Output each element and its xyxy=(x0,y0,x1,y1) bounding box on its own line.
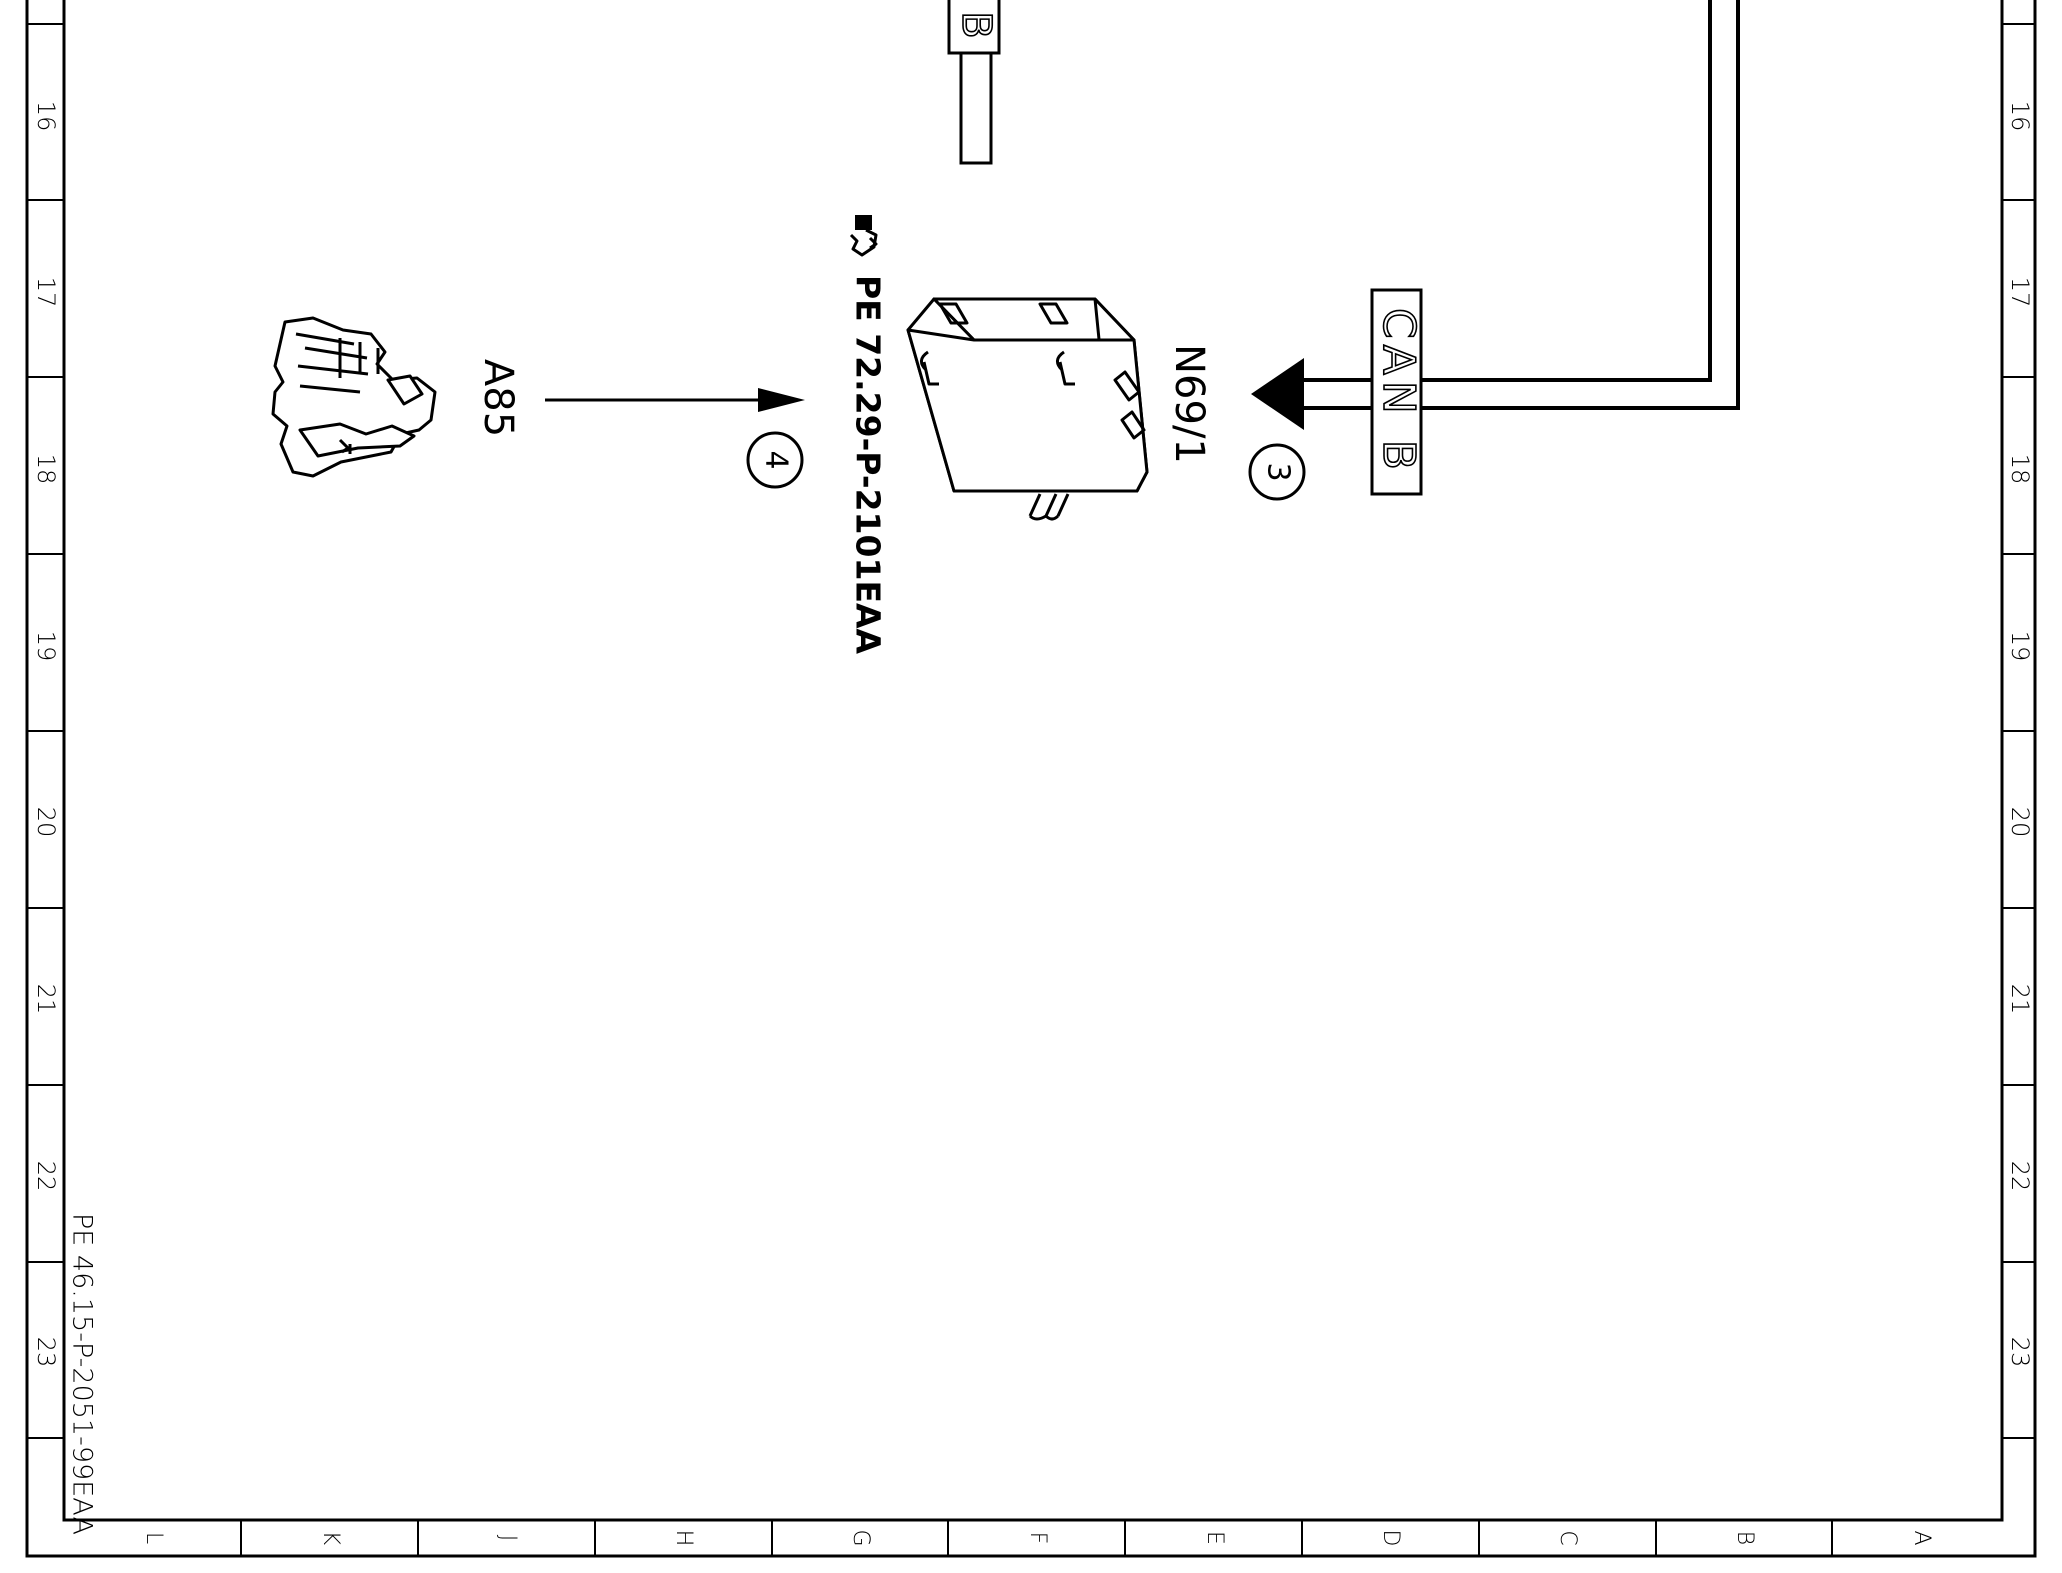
column-label-k: K xyxy=(318,1531,343,1546)
row-label-right-21: 21 xyxy=(2006,984,2034,1015)
can-b-arrow xyxy=(1251,358,1304,430)
top-connector: B xyxy=(947,0,1001,165)
image-reference: PE 72.29-P-2101EAA xyxy=(849,275,888,655)
column-label-j: J xyxy=(495,1535,520,1542)
a85-arrow xyxy=(545,388,805,412)
column-label-g: G xyxy=(848,1529,873,1546)
row-label-right-16: 16 xyxy=(2006,101,2034,132)
row-label-right-22: 22 xyxy=(2006,1161,2034,1192)
callout-3: 3 xyxy=(1248,443,1306,501)
inner-frame xyxy=(62,0,2004,1522)
column-label-l: L xyxy=(141,1532,166,1544)
switch-module-icon xyxy=(271,316,437,478)
row-label-left-18: 18 xyxy=(32,454,60,485)
row-label-left-17: 17 xyxy=(32,277,60,308)
n69-1-label: N69/1 xyxy=(1166,344,1212,464)
row-label-left-20: 20 xyxy=(32,807,60,838)
column-label-d: D xyxy=(1378,1530,1403,1547)
row-label-left-19: 19 xyxy=(32,631,60,662)
column-label-e: E xyxy=(1202,1531,1227,1545)
column-label-h: H xyxy=(671,1530,696,1547)
column-label-c: C xyxy=(1555,1530,1580,1545)
outer-frame xyxy=(25,0,2037,1558)
row-label-right-18: 18 xyxy=(2006,454,2034,485)
row-grid-lines xyxy=(27,23,2035,1439)
row-label-right-19: 19 xyxy=(2006,631,2034,662)
can-b-label: CAN B xyxy=(1373,308,1424,476)
hand-pointer-icon xyxy=(849,215,878,257)
a85-label: A85 xyxy=(475,359,521,437)
callout-4: 4 xyxy=(746,431,804,489)
column-label-a: A xyxy=(1909,1530,1934,1545)
can-b-label-box xyxy=(1370,288,1423,496)
row-label-right-20: 20 xyxy=(2006,807,2034,838)
row-label-right-17: 17 xyxy=(2006,277,2034,308)
can-b-bus: CAN B xyxy=(1251,0,1740,496)
row-label-left-21: 21 xyxy=(32,984,60,1015)
row-label-left-16: 16 xyxy=(32,101,60,132)
row-label-right-23: 23 xyxy=(2006,1337,2034,1368)
control-unit-icon xyxy=(906,297,1149,521)
row-label-left-23: 23 xyxy=(32,1337,60,1368)
column-label-b: B xyxy=(1732,1531,1757,1545)
callout-3-number: 3 xyxy=(1261,462,1296,481)
column-grid-lines xyxy=(240,1520,1833,1556)
callout-4-number: 4 xyxy=(759,450,794,469)
row-label-left-22: 22 xyxy=(32,1161,60,1192)
drawing-id: PE 46.15-P-2051-99EAA xyxy=(67,1213,98,1535)
top-connector-label: B xyxy=(953,11,999,38)
column-label-f: F xyxy=(1025,1532,1050,1545)
